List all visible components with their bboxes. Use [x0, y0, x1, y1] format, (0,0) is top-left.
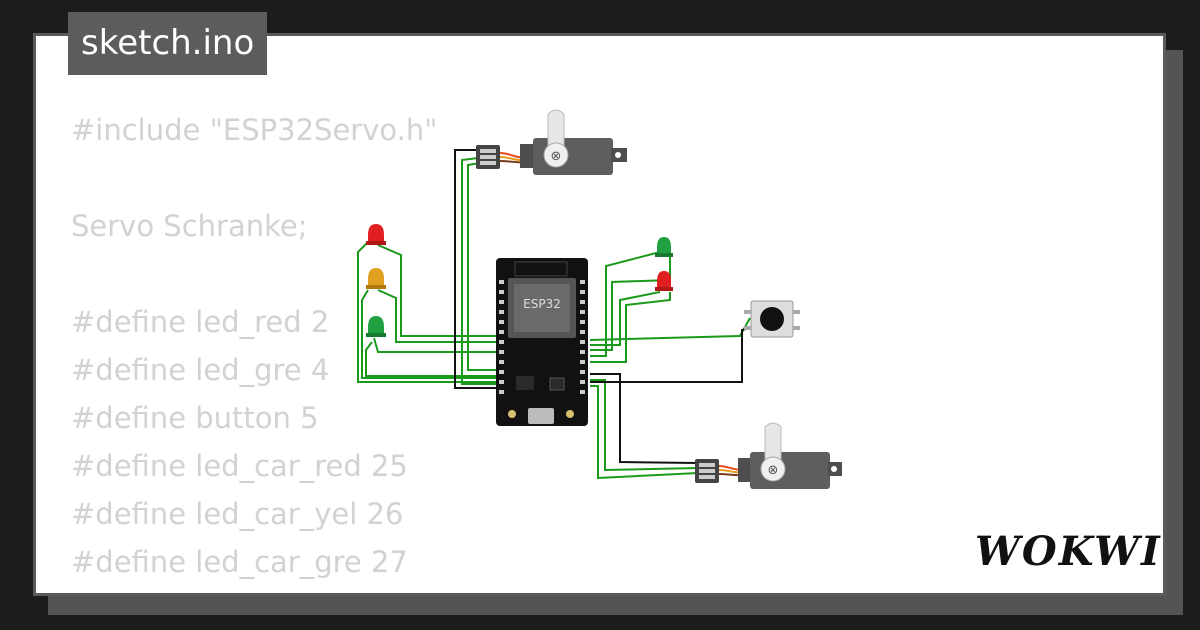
code-line: #include "ESP32Servo.h" [71, 113, 438, 147]
right-pins [580, 280, 585, 394]
push-button [744, 300, 800, 338]
code-line: #define led_car_gre 27 [71, 545, 408, 579]
left-pins [499, 280, 504, 394]
green-wires [357, 156, 751, 480]
code-line: Servo Schranke; [71, 209, 308, 243]
esp32-board: ESP32 [496, 258, 588, 426]
led-red-pedestrian [655, 271, 673, 291]
servo-top: ⊗ [476, 109, 627, 175]
svg-text:⊗: ⊗ [768, 463, 779, 478]
led-yellow-car [366, 268, 386, 289]
code-preview: #include "ESP32Servo.h" Servo Schranke; #d… [71, 106, 438, 586]
servo-bottom: ⊗ [695, 422, 842, 489]
wokwi-logo: WOKWI [975, 528, 1162, 575]
preview-card: #include "ESP32Servo.h" Servo Schranke; #d… [33, 33, 1166, 596]
code-line: #define led_gre 4 [71, 353, 330, 387]
code-line: #define led_car_yel 26 [71, 497, 404, 531]
svg-text:⊗: ⊗ [551, 149, 562, 164]
led-green-pedestrian [655, 237, 673, 257]
code-line: #define led_car_red 25 [71, 449, 408, 483]
board-label: ESP32 [523, 297, 561, 311]
led-red-car [366, 224, 386, 245]
code-line: #define button 5 [71, 401, 319, 435]
file-tab[interactable]: sketch.ino [68, 12, 268, 75]
led-green-car [366, 316, 386, 337]
code-line: #define led_red 2 [71, 305, 330, 339]
